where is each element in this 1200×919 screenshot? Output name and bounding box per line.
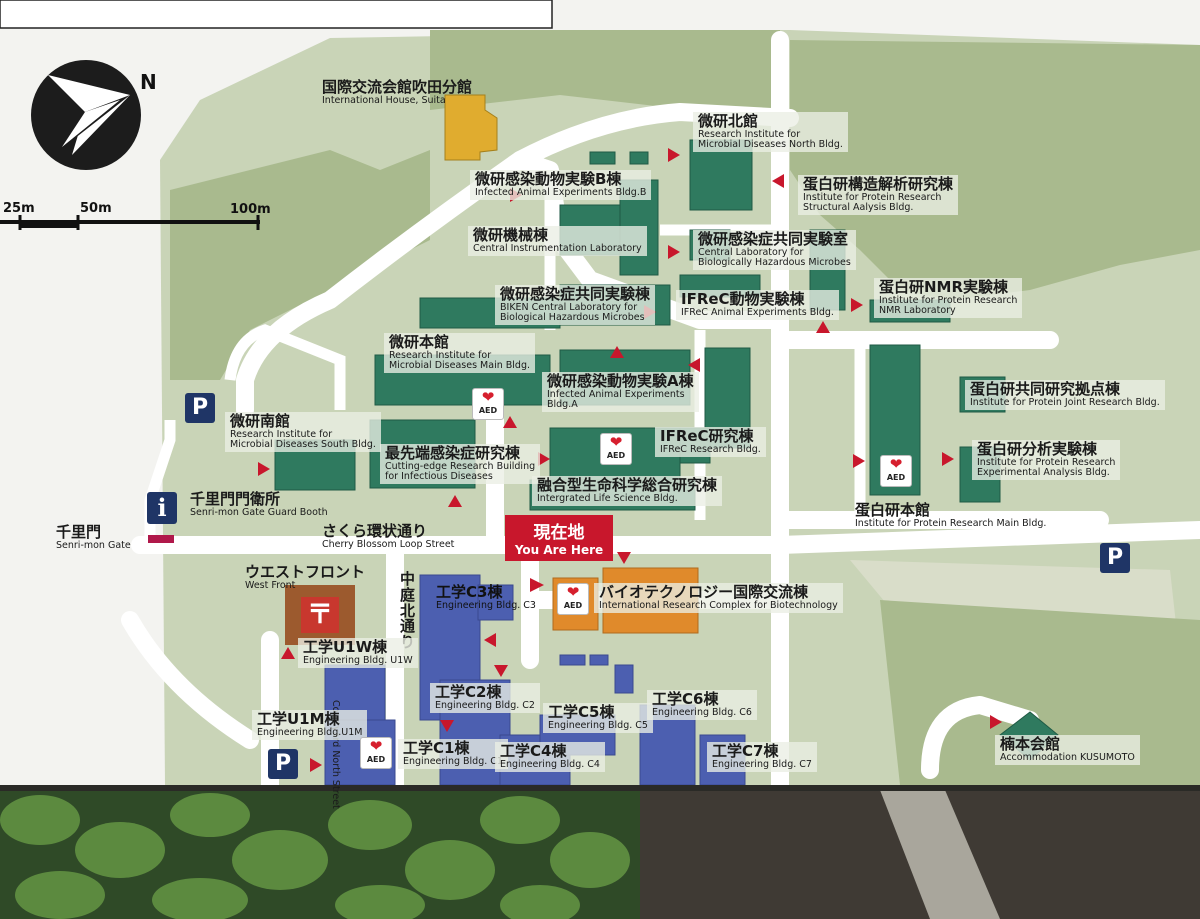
scale-100m: 100m (230, 202, 271, 217)
aed-icon: ❤AED (360, 737, 392, 769)
parking-icon: P (1100, 543, 1130, 573)
aed-icon: ❤AED (472, 388, 504, 420)
parking-icon: P (268, 749, 298, 779)
scale-25m: 25m (3, 201, 35, 216)
info-icon: i (147, 492, 177, 524)
aed-icon: ❤AED (880, 455, 912, 487)
aed-icon: ❤AED (600, 433, 632, 465)
compass-letter: N (140, 70, 157, 94)
post-office-icon: 〒 (301, 597, 339, 633)
ivy-foliage (0, 793, 630, 919)
parking-icon: P (185, 393, 215, 423)
compass-north (31, 60, 141, 170)
aed-icon: ❤AED (557, 583, 589, 615)
scale-50m: 50m (80, 201, 112, 216)
